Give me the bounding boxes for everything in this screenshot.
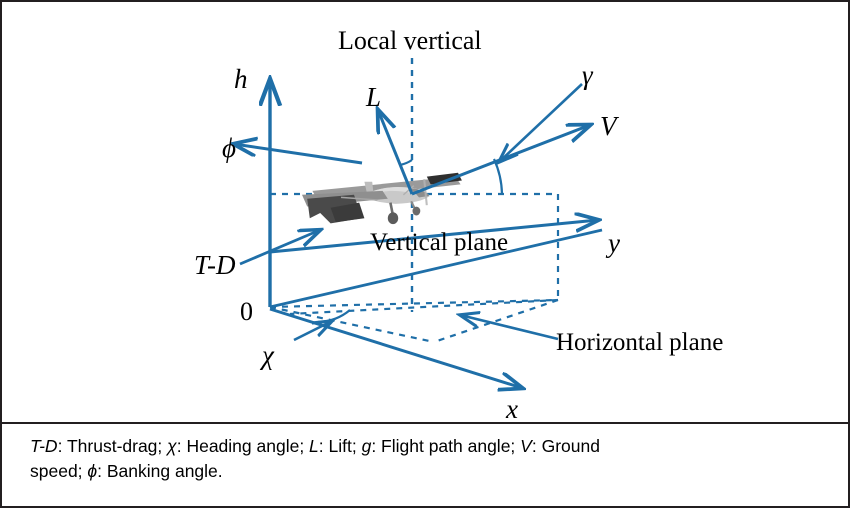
label-bank-angle: ϕ [222, 133, 236, 163]
diagram-canvas: Local vertical h ϕ L γ V T-D Vertical pl… [2, 2, 848, 422]
figure-caption: T-D: Thrust-drag; χ: Heading angle; L: L… [2, 422, 848, 506]
flight-path-angle-leader [499, 83, 583, 162]
horizontal-plane-leader [460, 315, 559, 341]
label-horizontal-plane: Horizontal plane [556, 329, 723, 356]
caption-line-2: speed; ϕ: Banking angle. [30, 460, 223, 481]
label-heading-angle: χ [259, 340, 275, 370]
flight-path-angle-arc [492, 158, 504, 195]
bank-angle-leader [234, 144, 363, 165]
caption-line-1: T-D: Thrust-drag; χ: Heading angle; L: L… [30, 436, 600, 456]
label-y-axis: y [605, 228, 620, 258]
label-h-axis: h [234, 64, 248, 94]
heading-angle-arc [317, 309, 351, 324]
thrust-drag-leader [239, 230, 320, 266]
horizontal-plane-front-diagonal [289, 298, 559, 316]
label-origin: 0 [240, 297, 253, 326]
lift-vector-arrow [378, 110, 414, 195]
caption-divider [2, 422, 848, 424]
label-lift: L [365, 82, 381, 112]
horizontal-plane-left-edge [269, 228, 603, 309]
bank-angle-arc [399, 159, 413, 167]
label-local-vertical: Local vertical [338, 26, 482, 55]
label-vertical-plane: Vertical plane [370, 229, 508, 256]
heading-angle-leader [293, 321, 332, 342]
aircraft-icon [300, 171, 464, 226]
horizontal-plane-diagonal [269, 305, 435, 344]
label-ground-speed: V [600, 111, 620, 141]
horizontal-plane-right-edge [433, 298, 559, 344]
label-thrust-drag: T-D [194, 250, 236, 280]
horizontal-plane-back-edge [269, 298, 559, 309]
label-flight-path-angle: γ [582, 60, 594, 90]
flight-dynamics-diagram: Local vertical h ϕ L γ V T-D Vertical pl… [194, 26, 723, 422]
label-x-axis: x [505, 394, 518, 422]
